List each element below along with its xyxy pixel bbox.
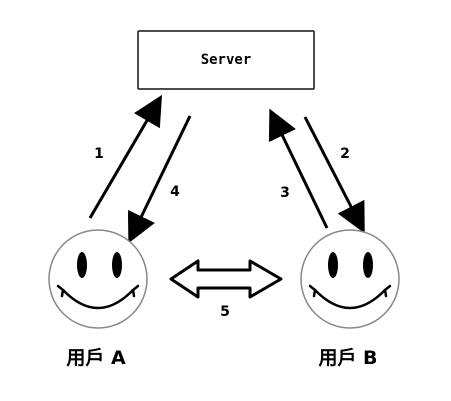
step-labels: 1 2 3 4 5 <box>94 146 350 320</box>
user-b-right-eye <box>363 252 373 278</box>
step-label-2: 2 <box>340 146 350 162</box>
user-a-left-cheek <box>56 284 65 298</box>
arrow-step-2 <box>303 116 365 234</box>
arrow-step-1 <box>88 94 163 219</box>
user-b-avatar <box>300 229 400 329</box>
user-a-right-cheek <box>131 284 140 298</box>
step-label-4: 4 <box>170 184 180 200</box>
arrow-step-3 <box>268 108 329 229</box>
user-b-label: 用戶 B <box>318 346 377 369</box>
server-node: Server <box>137 30 315 90</box>
user-a-left-eye <box>77 252 87 278</box>
server-label: Server <box>201 52 252 68</box>
user-b-smile <box>313 288 387 310</box>
user-b-left-eye <box>328 252 338 278</box>
step-label-5: 5 <box>220 304 230 320</box>
user-b-face-outline <box>300 229 400 329</box>
arrow-step-4 <box>127 115 192 244</box>
server-box <box>137 30 315 90</box>
user-a-right-eye <box>112 252 122 278</box>
user-labels: 用戶 A 用戶 B <box>66 346 377 369</box>
user-a-avatar <box>48 229 148 329</box>
step-label-1: 1 <box>94 146 104 162</box>
user-a-label: 用戶 A <box>66 346 126 369</box>
user-b-left-cheek <box>308 284 317 298</box>
user-b-right-cheek <box>383 284 392 298</box>
request-response-arrows <box>88 94 365 244</box>
user-a-face-outline <box>48 229 148 329</box>
step-label-3: 3 <box>280 185 290 201</box>
peer-to-peer-arrow <box>169 259 283 299</box>
user-a-smile <box>61 288 135 310</box>
